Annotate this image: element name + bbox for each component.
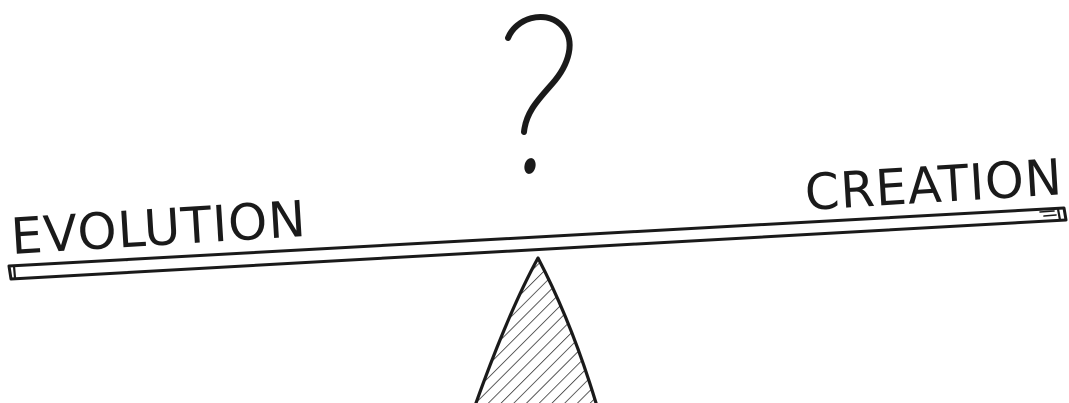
question-mark-icon xyxy=(508,17,570,175)
seesaw-fulcrum xyxy=(470,250,600,403)
